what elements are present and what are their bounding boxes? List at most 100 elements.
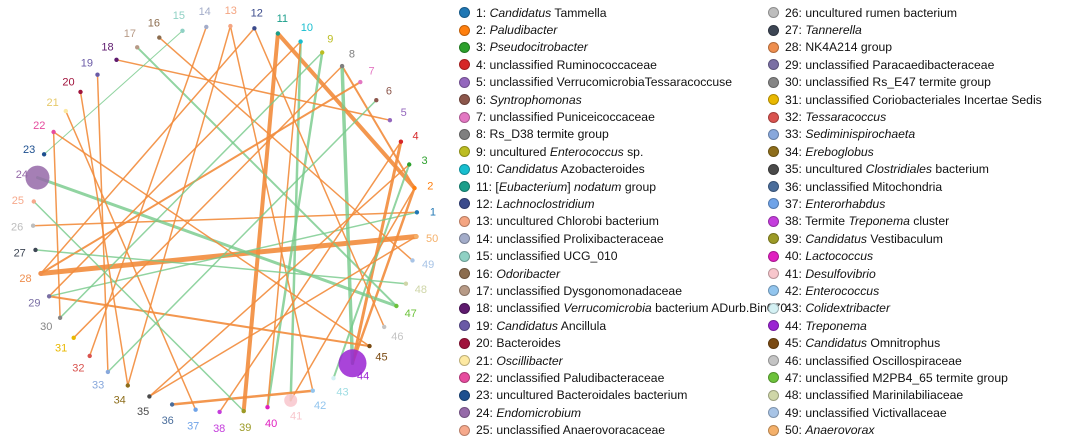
legend-dot — [768, 250, 779, 262]
node-38[interactable] — [217, 409, 222, 415]
node-48[interactable] — [403, 281, 409, 286]
node-37[interactable] — [193, 407, 198, 412]
legend-item-32: 32: Tessaracoccus — [768, 108, 1042, 125]
legend-dot — [768, 355, 779, 366]
node-44[interactable] — [338, 349, 367, 378]
node-6[interactable] — [374, 98, 379, 103]
node-19[interactable] — [95, 72, 100, 77]
node-label-42: 42 — [314, 400, 326, 412]
legend-label: 12: Lachnoclostridium — [476, 196, 595, 211]
legend-dot — [459, 407, 470, 419]
node-12[interactable] — [252, 26, 257, 31]
node-20[interactable] — [78, 89, 83, 95]
node-15[interactable] — [180, 28, 185, 33]
node-label-41: 41 — [290, 410, 302, 422]
node-label-27: 27 — [14, 247, 26, 259]
legend-label: 33: Sediminispirochaeta — [785, 127, 916, 142]
node-27[interactable] — [33, 247, 38, 253]
node-40[interactable] — [265, 405, 270, 410]
node-33[interactable] — [105, 369, 111, 375]
legend-item-50: 50: Anaerovorax — [768, 421, 1042, 438]
node-18[interactable] — [114, 57, 119, 62]
legend-dot — [459, 250, 470, 262]
node-label-7: 7 — [369, 66, 375, 78]
legend-dot — [768, 181, 779, 193]
node-23[interactable] — [41, 152, 47, 157]
legend-dot — [768, 128, 779, 140]
legend-dot — [768, 302, 779, 314]
edge-28-7 — [39, 81, 362, 275]
node-26[interactable] — [30, 223, 36, 228]
edge-10-41 — [289, 40, 302, 402]
node-45[interactable] — [367, 343, 372, 349]
node-label-35: 35 — [137, 406, 149, 418]
node-14[interactable] — [204, 24, 209, 30]
node-11[interactable] — [275, 31, 281, 36]
edge-41-2 — [289, 187, 416, 402]
legend-dot — [459, 163, 470, 175]
legend-label: 6: Syntrophomonas — [476, 92, 582, 107]
node-3[interactable] — [407, 162, 412, 167]
node-8[interactable] — [339, 63, 345, 69]
node-1[interactable] — [414, 210, 420, 215]
node-30[interactable] — [57, 315, 63, 320]
legend-label: 4: unclassified Ruminococcaceae — [476, 57, 657, 72]
node-29[interactable] — [46, 294, 52, 299]
node-35[interactable] — [147, 394, 152, 399]
node-label-50: 50 — [426, 233, 438, 245]
node-25[interactable] — [31, 199, 36, 204]
legend-item-36: 36: unclassified Mitochondria — [768, 178, 1042, 195]
legend-dot — [459, 389, 470, 401]
node-50[interactable] — [414, 234, 419, 239]
node-46[interactable] — [382, 324, 387, 330]
node-34[interactable] — [125, 383, 130, 388]
node-10[interactable] — [298, 39, 303, 44]
node-label-12: 12 — [251, 8, 263, 20]
legend-dot — [768, 24, 779, 36]
legend-label: 32: Tessaracoccus — [785, 110, 887, 125]
node-21[interactable] — [63, 108, 68, 114]
node-label-44: 44 — [357, 370, 369, 382]
legend-dot — [768, 285, 779, 297]
node-9[interactable] — [320, 50, 325, 55]
legend-item-15: 15: unclassified UCG_010 — [459, 247, 787, 264]
node-43[interactable] — [331, 376, 336, 381]
node-41[interactable] — [284, 393, 298, 407]
legend-dot — [768, 389, 779, 401]
node-47[interactable] — [394, 303, 399, 309]
node-31[interactable] — [71, 335, 76, 340]
node-13[interactable] — [228, 23, 233, 29]
node-42[interactable] — [310, 388, 315, 393]
legend-dot — [459, 76, 470, 88]
legend-item-41: 41: Desulfovibrio — [768, 265, 1042, 282]
node-36[interactable] — [169, 402, 175, 407]
node-49[interactable] — [410, 258, 415, 263]
legend-label: 48: unclassified Marinilabiliaceae — [785, 388, 964, 403]
node-label-10: 10 — [301, 22, 313, 34]
node-22[interactable] — [51, 129, 56, 135]
legend-item-4: 4: unclassified Ruminococcaceae — [459, 56, 787, 73]
legend-item-33: 33: Sediminispirochaeta — [768, 126, 1042, 143]
node-2[interactable] — [412, 185, 417, 191]
legend-label: 19: Candidatus Ancillula — [476, 318, 607, 333]
node-label-21: 21 — [46, 97, 58, 109]
node-28[interactable] — [38, 271, 43, 276]
legend-item-44: 44: Treponema — [768, 317, 1042, 334]
legend-dot — [459, 215, 470, 227]
node-24[interactable] — [25, 165, 50, 190]
legend-dot — [459, 7, 470, 19]
node-32[interactable] — [87, 353, 92, 359]
legend-label: 37: Enterorhabdus — [785, 196, 886, 211]
node-4[interactable] — [398, 139, 404, 144]
node-5[interactable] — [387, 118, 393, 123]
node-17[interactable] — [135, 45, 140, 50]
node-16[interactable] — [157, 35, 162, 40]
legend-dot — [459, 337, 470, 349]
legend-item-30: 30: unclassified Rs_E47 termite group — [768, 74, 1042, 91]
node-label-32: 32 — [72, 362, 84, 374]
node-label-49: 49 — [422, 259, 434, 271]
node-label-15: 15 — [173, 10, 185, 22]
node-39[interactable] — [241, 408, 246, 414]
node-7[interactable] — [358, 79, 363, 85]
